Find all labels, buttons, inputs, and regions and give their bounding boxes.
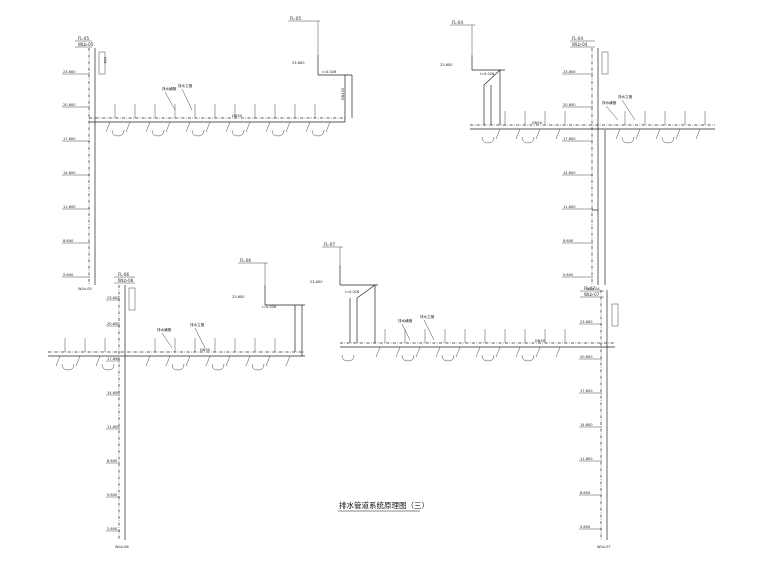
callout-label: 排水横管	[157, 327, 172, 332]
pipe-note: DN100	[341, 87, 345, 100]
branch-note: DN50	[535, 339, 546, 343]
level-label: 5.600	[107, 493, 118, 497]
callout-label: 排水横管	[162, 86, 177, 91]
level-marks: 23.600 20.600 17.600 14.600 11.600 8.600…	[579, 320, 602, 530]
level-label: 20.600	[107, 322, 120, 326]
level-marks: 23.600 20.600 17.600 14.600 11.600 8.600…	[62, 70, 90, 278]
callout-label: 排水立管	[190, 322, 205, 327]
slope-note: i=0.026	[480, 72, 495, 76]
level-label: 5.600	[563, 273, 574, 277]
level-label: 14.600	[107, 391, 120, 395]
fixture-group	[105, 104, 331, 137]
callout-label: 排水立管	[178, 83, 193, 88]
level-label: 23.600	[107, 296, 120, 300]
diagram-bottom-right: FL-07 WLb-07 23.600 20.600 17.600 14.600…	[310, 242, 619, 549]
top-label: FL-05	[290, 16, 301, 21]
slope-note: i=0.026	[345, 290, 360, 294]
level-label: 20.600	[563, 103, 576, 107]
riser-label: WLb-04	[572, 42, 588, 47]
level-label: 17.600	[563, 137, 576, 141]
fixture-group	[341, 329, 566, 362]
level-label: 17.600	[63, 137, 76, 141]
diagram-top-right: FL-04 WLb-04 23.600 20.600 17.600 14.600…	[440, 20, 715, 291]
level-label: 8.600	[63, 239, 74, 243]
top-label: FL-07	[324, 242, 335, 247]
callout-label: 排水横管	[602, 100, 617, 105]
diagram-top-left: FL-05 WLb-05 400 23.600 20.600 17.600 14…	[62, 16, 353, 291]
level-label: 23.600	[563, 70, 576, 74]
level-label: 23.600	[63, 70, 76, 74]
branch-note: DN50	[232, 114, 243, 118]
riser-bottom-label: WLb-05	[78, 287, 92, 291]
level-label: 11.600	[107, 425, 120, 429]
slope-note: i=0.026	[322, 70, 337, 74]
callout-label: 排水立管	[420, 314, 435, 319]
riser-label: WLb-07	[584, 292, 600, 297]
level-marks: 23.600 20.600 17.600 14.600 11.600 8.600…	[106, 296, 120, 532]
riser-label-top: FL-06	[118, 272, 129, 277]
level-label: 23.600	[440, 63, 453, 67]
riser-label: WLb-06	[118, 278, 134, 283]
level-label: 23.600	[310, 280, 323, 284]
level-marks: 23.600 20.600 17.600 14.600 11.600 8.600…	[562, 70, 593, 278]
level-label: 11.600	[563, 205, 576, 209]
level-label: 14.600	[563, 171, 576, 175]
branch-note: DN50	[200, 348, 211, 352]
riser-bottom-label: WLb-04	[586, 287, 600, 291]
riser-bottom-label: WLb-07	[597, 545, 611, 549]
callout-label: 排水立管	[618, 94, 633, 99]
header-box-label: 400	[104, 56, 108, 64]
level-label: 11.600	[580, 457, 593, 461]
level-label: 8.600	[580, 491, 591, 495]
level-label: 20.600	[63, 103, 76, 107]
top-label: FL-06	[240, 258, 251, 263]
level-label: 23.600	[580, 320, 593, 324]
level-label: 17.600	[107, 357, 120, 361]
level-label: 11.600	[63, 205, 76, 209]
riser-label: WLb-05	[78, 42, 94, 47]
level-label: 2.600	[107, 527, 118, 531]
level-label: 8.600	[563, 239, 574, 243]
diagram-bottom-left: FL-06 WLb-06 23.600 20.600 17.600 14.600…	[48, 258, 305, 549]
top-label: FL-04	[452, 20, 463, 25]
level-label: 5.600	[580, 525, 591, 529]
branch-note: DN50	[532, 121, 543, 125]
level-label: 23.600	[292, 61, 305, 65]
riser-label-top: FL-05	[78, 36, 89, 41]
level-label: 23.600	[232, 295, 245, 299]
fixture-group	[55, 338, 291, 371]
level-label: 20.600	[580, 355, 593, 359]
level-label: 17.600	[580, 389, 593, 393]
riser-label-top: FL-07	[584, 286, 595, 291]
level-label: 14.600	[63, 171, 76, 175]
callout-label: 排水横管	[398, 318, 413, 323]
level-label: 8.600	[107, 459, 118, 463]
fixture-group	[481, 111, 706, 144]
drawing-title: 排水管道系统原理图（三）	[339, 500, 429, 510]
riser-bottom-label: WLb-06	[115, 545, 129, 549]
level-label: 5.600	[63, 273, 74, 277]
level-label: 14.600	[580, 423, 593, 427]
slope-note: i=0.026	[262, 305, 277, 309]
riser-label-top: FL-04	[572, 36, 583, 41]
